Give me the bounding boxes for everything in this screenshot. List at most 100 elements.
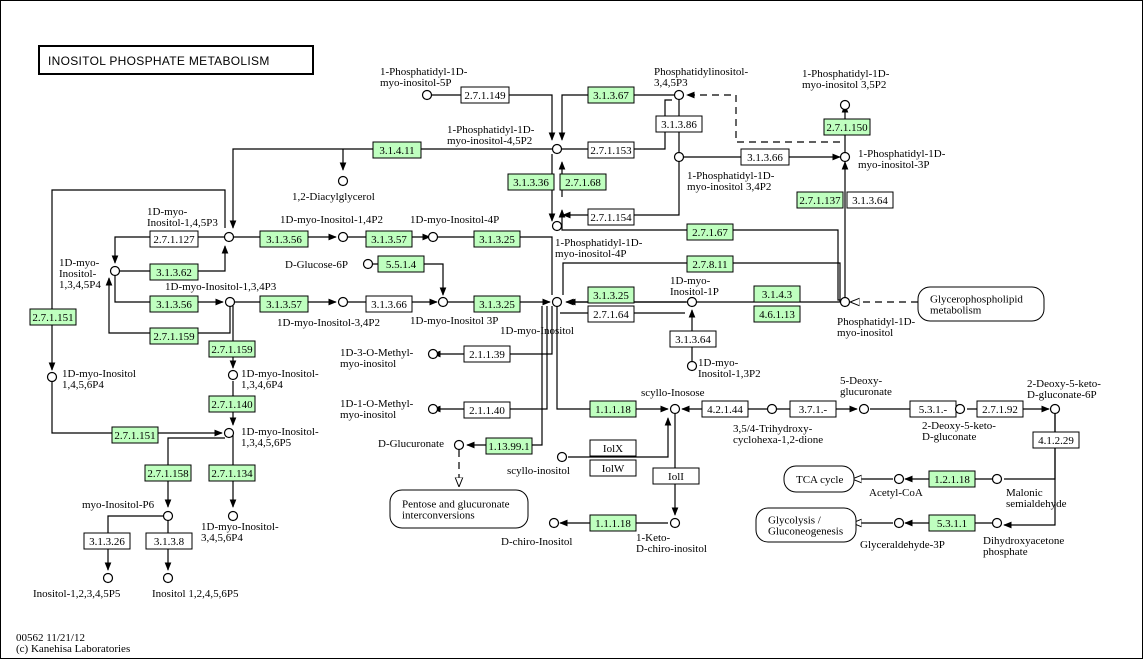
enzyme-3-1-3-25[interactable]: 3.1.3.25 <box>473 230 521 248</box>
enzyme-2-7-1-134[interactable]: 2.7.1.134 <box>208 464 256 482</box>
compound-node[interactable] <box>337 231 349 243</box>
enzyme-2-7-1-159[interactable]: 2.7.1.159 <box>149 327 199 345</box>
enzyme-2-7-1-68[interactable]: 2.7.1.68 <box>559 173 607 191</box>
compound-node[interactable] <box>673 151 685 163</box>
enzyme-3-1-3-62[interactable]: 3.1.3.62 <box>149 263 199 281</box>
enzyme-2-7-1-127[interactable]: 2.7.1.127 <box>149 230 199 248</box>
enzyme-3-1-3-64[interactable]: 3.1.3.64 <box>846 191 894 209</box>
map-link-tca[interactable]: TCA cycle <box>783 465 855 493</box>
compound-node[interactable] <box>686 296 698 308</box>
enzyme-4-2-1-44[interactable]: 4.2.1.44 <box>701 400 749 418</box>
enzyme-3-7-1--[interactable]: 3.7.1.- <box>789 400 837 418</box>
enzyme-2-7-1-140[interactable]: 2.7.1.140 <box>208 395 256 413</box>
enzyme-3-1-3-26[interactable]: 3.1.3.26 <box>83 532 131 550</box>
enzyme-1-1-1-18[interactable]: 1.1.1.18 <box>589 400 637 418</box>
compound-node[interactable] <box>427 403 439 415</box>
compound-node[interactable] <box>556 451 568 463</box>
compound-node[interactable] <box>893 517 905 529</box>
compound-node[interactable] <box>858 403 870 415</box>
compound-node[interactable] <box>551 143 563 155</box>
enzyme-2-7-1-64[interactable]: 2.7.1.64 <box>587 305 635 323</box>
enzyme-IolW[interactable]: IolW <box>589 459 637 477</box>
enzyme-5-3-1--[interactable]: 5.3.1.- <box>909 400 957 418</box>
enzyme-IolX[interactable]: IolX <box>589 439 637 457</box>
enzyme-1-1-1-18[interactable]: 1.1.1.18 <box>589 514 637 532</box>
enzyme-4-1-2-29[interactable]: 4.1.2.29 <box>1032 431 1080 449</box>
compound-node[interactable] <box>223 427 235 439</box>
compound-node[interactable] <box>227 369 239 381</box>
compound-node[interactable] <box>427 231 439 243</box>
enzyme-2-1-1-40[interactable]: 2.1.1.40 <box>463 401 511 419</box>
compound-node[interactable] <box>839 99 851 111</box>
enzyme-2-7-1-159[interactable]: 2.7.1.159 <box>208 340 256 358</box>
enzyme-2-7-1-150[interactable]: 2.7.1.150 <box>823 118 871 136</box>
enzyme-3-1-3-8[interactable]: 3.1.3.8 <box>145 532 193 550</box>
enzyme-IolI[interactable]: IolI <box>652 467 700 485</box>
compound-node[interactable] <box>337 296 349 308</box>
enzyme-2-7-1-67[interactable]: 2.7.1.67 <box>686 223 734 241</box>
compound-node[interactable] <box>162 572 174 584</box>
enzyme-1-2-1-18[interactable]: 1.2.1.18 <box>928 470 976 488</box>
compound-node[interactable] <box>427 348 439 360</box>
enzyme-3-1-3-57[interactable]: 3.1.3.57 <box>365 230 413 248</box>
enzyme-3-1-3-25[interactable]: 3.1.3.25 <box>587 286 635 304</box>
compound-node[interactable] <box>686 360 698 372</box>
enzyme-2-7-1-92[interactable]: 2.7.1.92 <box>976 400 1024 418</box>
compound-node[interactable] <box>551 220 563 232</box>
compound-node[interactable] <box>893 473 905 485</box>
enzyme-2-7-1-158[interactable]: 2.7.1.158 <box>144 464 192 482</box>
compound-nodes[interactable] <box>46 89 1061 584</box>
compound-node[interactable] <box>1049 403 1061 415</box>
enzyme-3-1-3-36[interactable]: 3.1.3.36 <box>507 173 555 191</box>
compound-node[interactable] <box>839 296 851 308</box>
enzyme-2-7-1-137[interactable]: 2.7.1.137 <box>796 191 844 209</box>
compound-node[interactable] <box>337 175 349 187</box>
compound-node[interactable] <box>224 296 236 308</box>
compound-node[interactable] <box>453 439 465 451</box>
compound-node[interactable] <box>227 510 239 522</box>
compound-node[interactable] <box>223 231 235 243</box>
compound-node[interactable] <box>991 473 1003 485</box>
enzyme-boxes[interactable]: 2.7.1.149 3.1.3.67 3.1.3.86 2.7.1.150 3.1.4.… <box>29 86 1080 550</box>
enzyme-2-7-1-153[interactable]: 2.7.1.153 <box>587 141 635 159</box>
compound-node[interactable] <box>102 572 114 584</box>
enzyme-4-6-1-13[interactable]: 4.6.1.13 <box>753 305 801 323</box>
enzyme-5-3-1-1[interactable]: 5.3.1.1 <box>928 514 976 532</box>
enzyme-1-13-99-1[interactable]: 1.13.99.1 <box>485 437 533 455</box>
compound-node[interactable] <box>954 403 966 415</box>
enzyme-2-7-1-154[interactable]: 2.7.1.154 <box>587 208 635 226</box>
compound-node[interactable] <box>991 517 1003 529</box>
enzyme-5-5-1-4[interactable]: 5.5.1.4 <box>377 255 425 273</box>
compound-node[interactable] <box>673 89 685 101</box>
enzyme-3-1-3-56[interactable]: 3.1.3.56 <box>149 295 199 313</box>
enzyme-3-1-3-25[interactable]: 3.1.3.25 <box>473 295 521 313</box>
enzyme-3-1-3-66[interactable]: 3.1.3.66 <box>740 148 790 166</box>
enzyme-2-7-8-11[interactable]: 2.7.8.11 <box>686 255 734 273</box>
compound-node[interactable] <box>839 151 851 163</box>
enzyme-3-1-4-11[interactable]: 3.1.4.11 <box>372 141 422 159</box>
compound-node[interactable] <box>437 296 449 308</box>
enzyme-3-1-3-66[interactable]: 3.1.3.66 <box>365 295 413 313</box>
enzyme-3-1-3-67[interactable]: 3.1.3.67 <box>587 86 635 104</box>
compound-node[interactable] <box>669 403 681 415</box>
enzyme-3-1-3-57[interactable]: 3.1.3.57 <box>259 295 309 313</box>
enzyme-3-1-3-56[interactable]: 3.1.3.56 <box>259 230 309 248</box>
enzyme-2-7-1-151[interactable]: 2.7.1.151 <box>111 426 159 444</box>
compound-node[interactable] <box>46 371 58 383</box>
compound-node[interactable] <box>669 517 681 529</box>
enzyme-3-1-3-86[interactable]: 3.1.3.86 <box>655 115 703 133</box>
compound-node[interactable] <box>109 265 121 277</box>
enzyme-3-1-3-64[interactable]: 3.1.3.64 <box>669 330 717 348</box>
enzyme-2-7-1-151[interactable]: 2.7.1.151 <box>29 308 77 326</box>
compound-node[interactable] <box>551 296 563 308</box>
map-link-glyco[interactable]: Glycolysis /Gluconeogenesis <box>755 507 857 543</box>
compound-node[interactable] <box>421 89 433 101</box>
compound-node[interactable] <box>766 403 778 415</box>
compound-node[interactable] <box>548 517 560 529</box>
enzyme-2-1-1-39[interactable]: 2.1.1.39 <box>463 345 511 363</box>
enzyme-3-1-4-3[interactable]: 3.1.4.3 <box>753 285 801 303</box>
enzyme-2-7-1-149[interactable]: 2.7.1.149 <box>460 86 510 104</box>
